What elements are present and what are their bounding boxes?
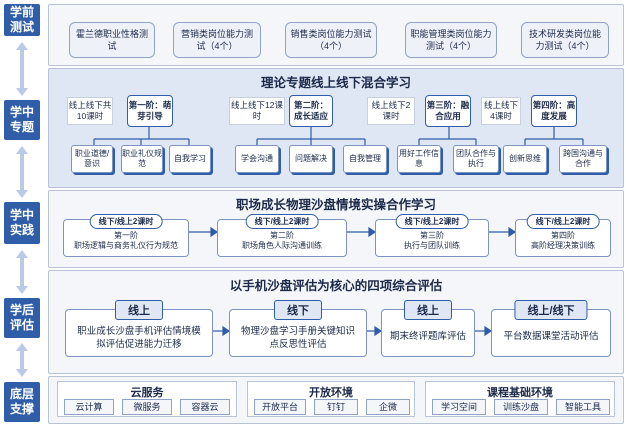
phase-label: 第二阶：成长适应 [289, 95, 333, 127]
support-group-title: 云服务 [130, 387, 164, 399]
course-box: 职业礼仪规范 [121, 145, 163, 173]
evaluation-title: 以手机沙盘评估为核心的四项综合评估 [229, 279, 443, 293]
practice-title: 职场成长物理沙盘情境实操合作学习 [235, 198, 436, 212]
support-item: 学习空间 [432, 399, 486, 415]
course-box: 问题解决 [289, 145, 333, 173]
support-item: 智能工具 [556, 399, 610, 415]
support-item: 云计算 [64, 399, 114, 415]
pretest-box: 技术研发类岗位能力测试（4个） [521, 22, 609, 58]
theory-section: 理论专题线上线下混合学习 线上线下共10课时 第一阶：萌芽引导 职业道德/意识 … [48, 68, 624, 188]
evaluation-item: 线下 物理沙盘学习手册关键知识点反思性评估 [229, 300, 367, 357]
evaluation-mode-tag: 线上 [115, 300, 163, 320]
support-item: 容器云 [180, 399, 230, 415]
pretest-box: 销售类岗位能力测试（4个） [285, 22, 377, 58]
support-section: 云服务 云计算 微服务 容器云 开放环境 开放平台 钉钉 企微 课程基础环境 学… [48, 376, 624, 424]
stage-connector-arrow-1 [16, 42, 28, 96]
practice-step: 线下/线上2课时 第三阶执行与团队训练 [375, 214, 489, 257]
practice-step-level: 第二阶 [270, 231, 294, 240]
practice-step-level: 第三阶 [420, 231, 444, 240]
phase-label: 第一阶：萌芽引导 [127, 95, 173, 127]
evaluation-item: 线上 期末终评题库评估 [381, 300, 475, 357]
practice-step-level: 第一阶 [114, 231, 138, 240]
course-box: 职业道德/意识 [71, 145, 113, 173]
support-group-title: 课程基础环境 [487, 387, 553, 399]
support-item: 训练沙盘 [494, 399, 548, 415]
support-group-course: 课程基础环境 学习空间 训练沙盘 智能工具 [425, 381, 615, 417]
stage-evaluation: 学后评估 [4, 298, 40, 338]
stage-connector-arrow-2 [16, 146, 28, 198]
pretest-box: 职能管理类岗位能力测试（4个） [405, 22, 497, 58]
evaluation-arrows [213, 325, 493, 337]
phase-hours: 线上线下2课时 [367, 97, 415, 125]
stage-pretest: 学前测试 [4, 4, 40, 36]
evaluation-desc: 平台数据课堂活动评估 [503, 331, 599, 342]
stage-practice: 学中实践 [4, 202, 40, 244]
practice-step-desc: 职场逻辑与商务礼仪行为规范 [74, 241, 178, 250]
support-group-open: 开放环境 开放平台 钉钉 企微 [247, 381, 415, 417]
course-box: 学会沟通 [235, 145, 279, 173]
evaluation-section: 以手机沙盘评估为核心的四项综合评估 线上 职业成长沙盘手机评估情境模拟评估促进能… [48, 270, 624, 374]
practice-step-desc: 高阶经理决策训练 [531, 241, 595, 250]
pretest-box: 营销类岗位能力测试（4个） [173, 22, 261, 58]
support-item: 企微 [366, 399, 410, 415]
phase-hours: 线上线下12课时 [229, 97, 285, 125]
support-group-cloud: 云服务 云计算 微服务 容器云 [57, 381, 237, 417]
evaluation-item: 线上/线下 平台数据课堂活动评估 [491, 300, 611, 357]
course-box: 团队合作与执行 [453, 145, 499, 173]
practice-arrows [189, 226, 517, 238]
support-item: 钉钉 [314, 399, 358, 415]
theory-connectors [93, 127, 584, 145]
practice-step-tag: 线下/线上2课时 [526, 214, 600, 229]
practice-step: 线下/线上2课时 第四阶高阶经理决策训练 [515, 214, 611, 257]
practice-step-tag: 线下/线上2课时 [395, 214, 469, 229]
course-box: 自我学习 [169, 145, 211, 173]
practice-section: 职场成长物理沙盘情境实操合作学习 线下/线上2课时 第一阶职场逻辑与商务礼仪行为… [48, 190, 624, 268]
stage-support: 底层支撑 [4, 382, 40, 422]
support-item: 微服务 [122, 399, 172, 415]
theory-title: 理论专题线上线下混合学习 [260, 76, 411, 90]
practice-step-desc: 执行与团队训练 [404, 241, 460, 250]
practice-step-level: 第四阶 [551, 231, 575, 240]
evaluation-desc: 期末终评题库评估 [389, 331, 466, 342]
practice-step-tag: 线下/线上2课时 [89, 214, 163, 229]
phase-hours: 线上线下共10课时 [67, 97, 113, 125]
evaluation-desc: 职业成长沙盘手机评估情境模拟评估促进能力迁移 [77, 326, 201, 350]
support-item: 开放平台 [254, 399, 306, 415]
evaluation-mode-tag: 线上 [404, 300, 452, 320]
support-group-title: 开放环境 [309, 387, 353, 399]
pretest-section: 霍兰德职业性格测试 营销类岗位能力测试（4个） 销售类岗位能力测试（4个） 职能… [48, 4, 624, 66]
course-box: 创新思维 [503, 145, 547, 173]
course-box: 用好工作信息 [397, 145, 441, 173]
course-box: 跨国沟通与合作 [559, 145, 607, 173]
practice-step-desc: 职场角色人际沟通训练 [242, 241, 322, 250]
pretest-box: 霍兰德职业性格测试 [69, 22, 155, 58]
stage-topics: 学中专题 [4, 100, 40, 140]
phase-hours: 线上线下4课时 [481, 97, 521, 125]
evaluation-mode-tag: 线下 [274, 300, 322, 320]
evaluation-item: 线上 职业成长沙盘手机评估情境模拟评估促进能力迁移 [65, 300, 213, 357]
practice-step-tag: 线下/线上2课时 [245, 214, 319, 229]
stage-connector-arrow-4 [16, 343, 28, 377]
phase-label: 第三阶：融合应用 [425, 95, 471, 127]
phase-label: 第四阶：高度发展 [531, 95, 577, 127]
evaluation-desc: 物理沙盘学习手册关键知识点反思性评估 [240, 326, 355, 350]
course-box: 自我管理 [343, 145, 387, 173]
stage-connector-arrow-3 [16, 250, 28, 294]
practice-step: 线下/线上2课时 第一阶职场逻辑与商务礼仪行为规范 [63, 214, 189, 257]
evaluation-mode-tag: 线上/线下 [514, 300, 588, 320]
practice-step: 线下/线上2课时 第二阶职场角色人际沟通训练 [217, 214, 347, 257]
